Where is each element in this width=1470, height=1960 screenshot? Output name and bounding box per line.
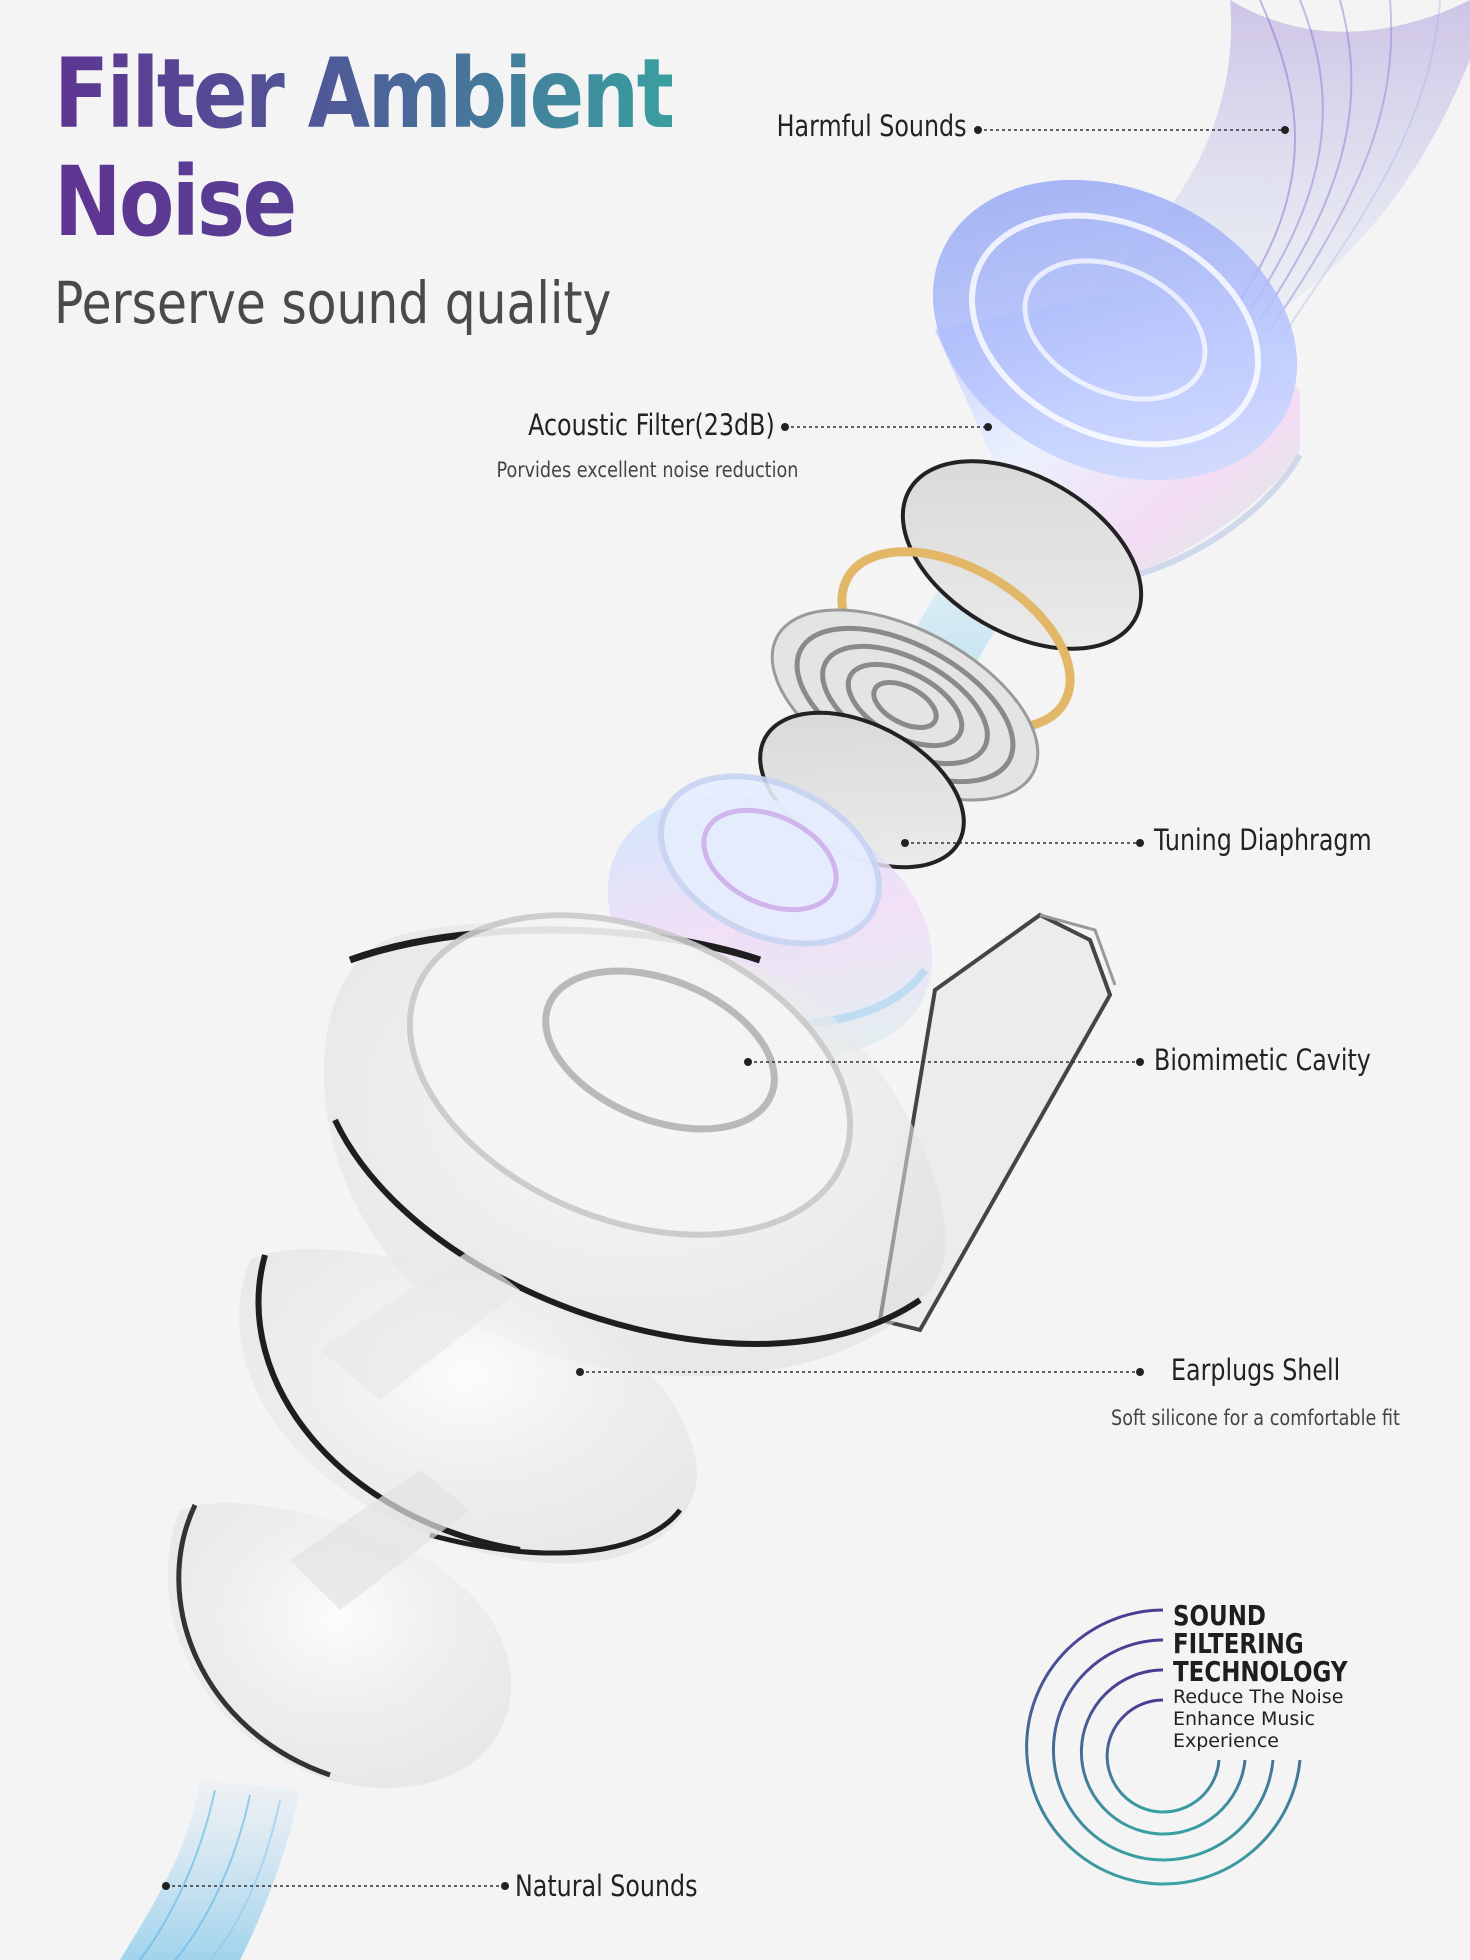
subtitle: Perserve sound quality <box>54 269 612 337</box>
headline-line-2: Noise <box>54 148 673 256</box>
badge-title-line: TECHNOLOGY <box>1173 1655 1348 1688</box>
callout-leaders <box>166 129 1285 1887</box>
headline: Filter Ambient Noise <box>54 38 675 256</box>
badge-line: Experience <box>1173 1730 1279 1752</box>
headline-line-1: Filter Ambient <box>54 38 675 150</box>
badge-title-line: SOUND <box>1173 1599 1266 1632</box>
acoustic-filter-part <box>932 179 1303 587</box>
natural-sounds-label: Natural Sounds <box>515 1869 698 1903</box>
acoustic-filter-label: Acoustic Filter(23dB) <box>528 408 775 442</box>
badge-title-line: FILTERING <box>1173 1627 1304 1660</box>
natural-sound-wave <box>120 1780 300 1960</box>
earplug-shell-part <box>167 912 946 1789</box>
earplugs-shell-label: Earplugs Shell <box>1171 1353 1341 1387</box>
badge-description: Reduce The Noise Enhance Music Experienc… <box>1173 1686 1343 1752</box>
badge-line: Enhance Music <box>1173 1708 1316 1730</box>
callout-dots <box>162 126 1289 1890</box>
tuning-diaphragm-label: Tuning Diaphragm <box>1154 823 1372 857</box>
harmful-sounds-label: Harmful Sounds <box>777 109 967 143</box>
biomimetic-cavity-label: Biomimetic Cavity <box>1154 1043 1371 1077</box>
badge-title: SOUND FILTERING TECHNOLOGY <box>1173 1602 1347 1686</box>
acoustic-filter-note: Porvides excellent noise reduction <box>496 458 798 482</box>
filter-disk <box>900 459 1144 651</box>
sound-filtering-badge-arcs <box>1025 1608 1302 1886</box>
badge-line: Reduce The Noise <box>1173 1686 1344 1708</box>
earplugs-shell-note: Soft silicone for a comfortable fit <box>1111 1406 1400 1430</box>
